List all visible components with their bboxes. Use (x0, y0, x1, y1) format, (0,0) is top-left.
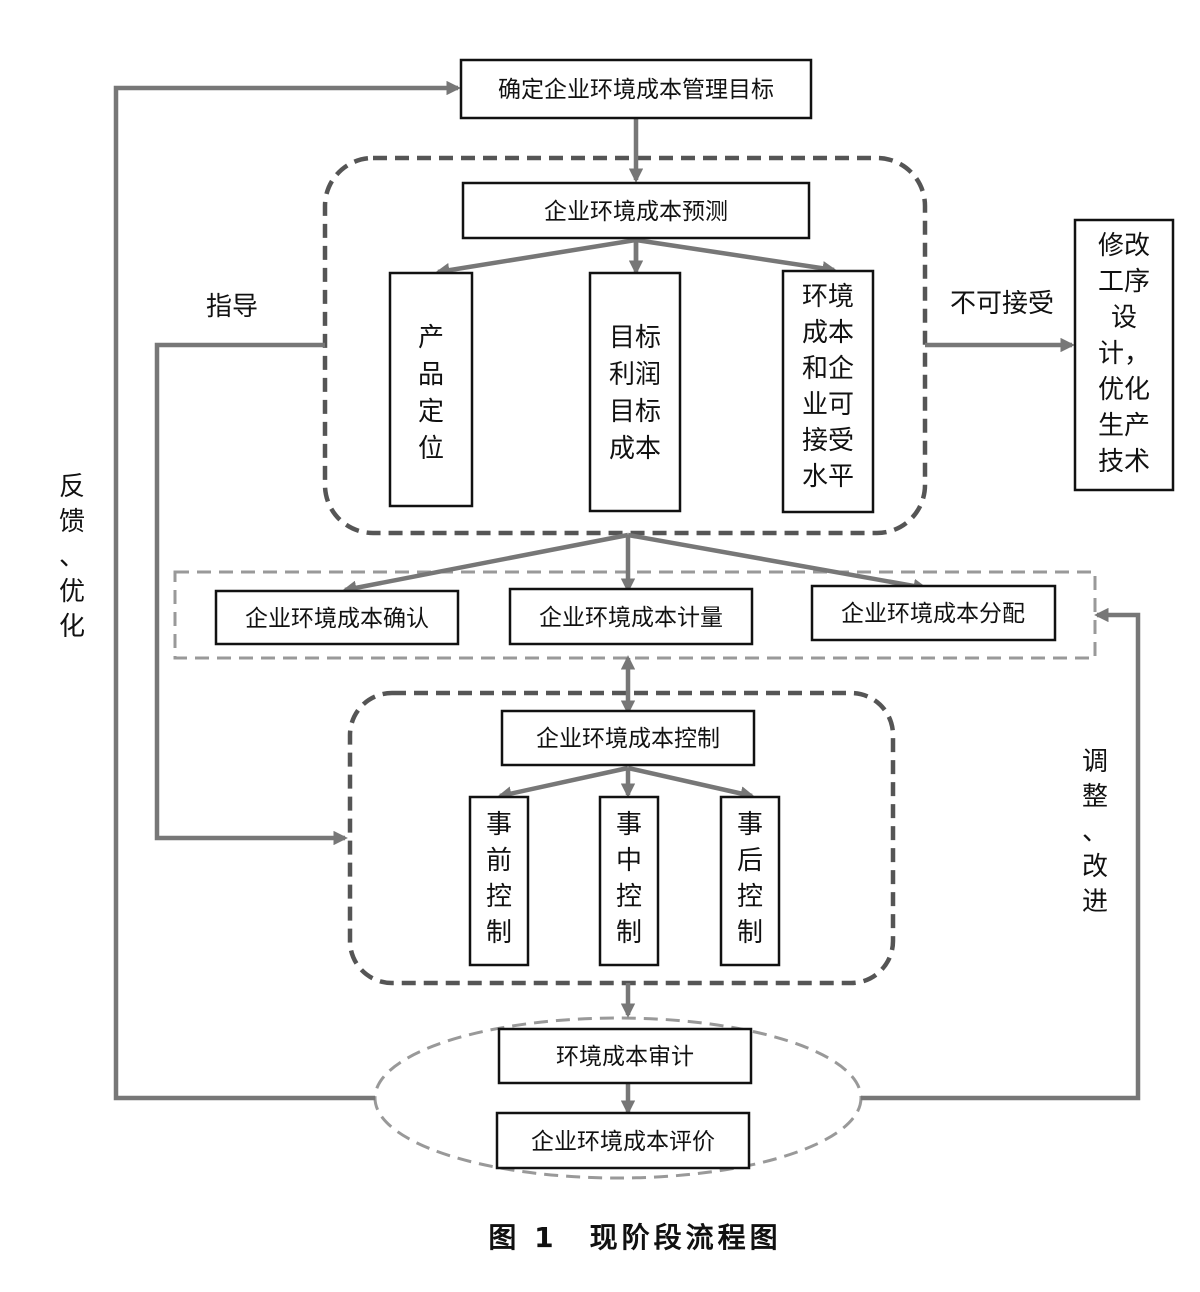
forecast-label: 企业环境成本预测 (544, 199, 728, 225)
goal-box: 确定企业环境成本管理目标 (459, 58, 813, 120)
target-profit-cost-line: 目标 (609, 323, 661, 353)
target-profit-cost-line: 成本 (609, 434, 661, 464)
acceptable-level-line: 和企 (802, 354, 854, 384)
mid-control-box: 事 中 控 制 (598, 795, 660, 967)
acceptable-level-box: 环境 成本 和企 业可 接受 水平 (781, 269, 875, 514)
modify-process-line: 优化 (1098, 375, 1150, 405)
modify-process-line: 技术 (1098, 447, 1150, 477)
adjust-char: 改 (1082, 852, 1108, 882)
product-positioning-line: 定 (418, 397, 444, 427)
evaluation-box: 企业环境成本评价 (495, 1111, 751, 1170)
target-profit-cost-box: 目标 利润 目标 成本 (588, 271, 682, 513)
figure-caption: 图 1 现阶段流程图 (488, 1221, 781, 1254)
post-control-line: 控 (737, 882, 763, 912)
unacceptable-label: 不可接受 (950, 289, 1054, 319)
recognition-box: 企业环境成本确认 (214, 589, 460, 646)
target-profit-cost-line: 目标 (609, 397, 661, 427)
evaluation-label: 企业环境成本评价 (531, 1129, 715, 1155)
audit-box: 环境成本审计 (497, 1027, 753, 1085)
pre-control-line: 制 (486, 918, 512, 948)
mid-control-line: 中 (616, 846, 642, 876)
goal-label: 确定企业环境成本管理目标 (498, 77, 774, 103)
recognition-label: 企业环境成本确认 (245, 606, 429, 632)
feedback-char: 反 (59, 472, 85, 502)
adjust-char: 整 (1082, 782, 1108, 812)
post-control-line: 后 (737, 846, 763, 876)
allocation-box: 企业环境成本分配 (810, 584, 1057, 642)
product-positioning-line: 品 (418, 360, 444, 390)
acceptable-level-line: 接受 (802, 426, 854, 456)
adjust-char: 、 (1082, 817, 1108, 847)
mid-control-line: 制 (616, 918, 642, 948)
adjust-char: 调 (1082, 747, 1108, 777)
modify-process-line: 计， (1098, 339, 1150, 369)
acceptable-level-line: 水平 (802, 462, 854, 492)
feedback-char: 、 (59, 542, 85, 572)
modify-process-line: 设 (1111, 303, 1137, 333)
product-positioning-box: 产 品 定 位 (388, 271, 474, 508)
allocation-label: 企业环境成本分配 (841, 601, 1025, 627)
acceptable-level-line: 环境 (802, 282, 854, 312)
mid-control-line: 控 (616, 882, 642, 912)
pre-control-line: 前 (486, 846, 512, 876)
post-control-line: 制 (737, 918, 763, 948)
post-control-box: 事 后 控 制 (719, 795, 781, 967)
measurement-box: 企业环境成本计量 (508, 587, 754, 646)
guide-label: 指导 (206, 292, 258, 322)
acceptable-level-line: 业可 (802, 390, 854, 420)
control-label: 企业环境成本控制 (536, 726, 720, 752)
audit-label: 环境成本审计 (556, 1044, 694, 1070)
forecast-box: 企业环境成本预测 (461, 181, 811, 240)
connectors (113, 80, 1141, 1115)
mid-control-line: 事 (616, 810, 642, 840)
modify-process-line: 生产 (1098, 411, 1150, 441)
acceptable-level-line: 成本 (802, 318, 854, 348)
adjust-label: 调 整 、 改 进 (1082, 747, 1108, 917)
target-profit-cost-line: 利润 (609, 360, 661, 390)
measurement-label: 企业环境成本计量 (539, 605, 723, 631)
pre-control-line: 事 (486, 810, 512, 840)
feedback-char: 化 (59, 612, 85, 642)
pre-control-line: 控 (486, 882, 512, 912)
feedback-char: 优 (59, 577, 85, 607)
feedback-label: 反 馈 、 优 化 (59, 472, 85, 642)
feedback-char: 馈 (59, 507, 85, 537)
product-positioning-line: 产 (418, 323, 444, 353)
adjust-char: 进 (1082, 887, 1108, 917)
product-positioning-line: 位 (418, 434, 444, 464)
modify-process-line: 工序 (1098, 267, 1150, 297)
post-control-line: 事 (737, 810, 763, 840)
modify-process-box: 修改 工序 设 计， 优化 生产 技术 (1073, 218, 1175, 492)
modify-process-line: 修改 (1098, 231, 1150, 261)
pre-control-box: 事 前 控 制 (468, 795, 530, 967)
control-box: 企业环境成本控制 (500, 709, 756, 767)
